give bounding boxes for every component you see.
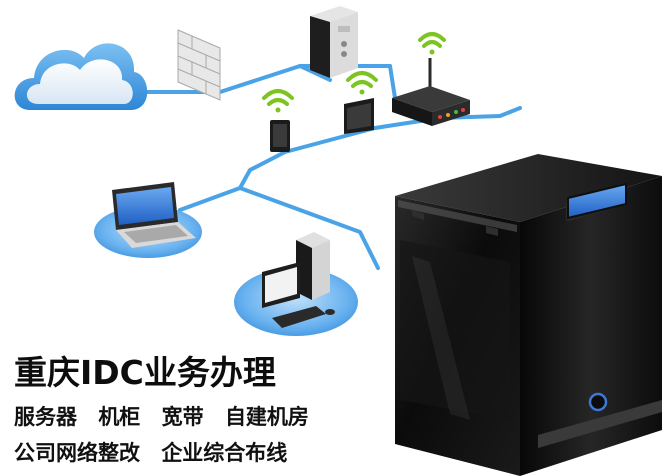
tablet-icon: [270, 98, 374, 152]
service-cabling: 企业综合布线: [161, 441, 288, 465]
service-self-built-room: 自建机房: [224, 405, 309, 429]
headline: 重庆IDC业务办理: [14, 353, 276, 392]
tower-server-icon: [310, 6, 358, 78]
service-server: 服务器: [14, 405, 77, 429]
service-cabinet: 机柜: [98, 405, 141, 429]
laptop-icon: [94, 182, 202, 258]
firewall-icon: [177, 29, 221, 101]
desktop-pc-icon: [234, 232, 358, 336]
services-line-2: 公司网络整改 企业综合布线: [14, 437, 287, 467]
wifi-icon: [262, 32, 446, 113]
service-broadband: 宽带: [161, 405, 204, 429]
services-line-1: 服务器 机柜 宽带 自建机房: [14, 401, 309, 431]
server-case-icon: [395, 154, 662, 476]
service-network-rectification: 公司网络整改: [14, 441, 140, 465]
cloud-icon: [14, 43, 148, 111]
router-icon: [392, 58, 470, 126]
